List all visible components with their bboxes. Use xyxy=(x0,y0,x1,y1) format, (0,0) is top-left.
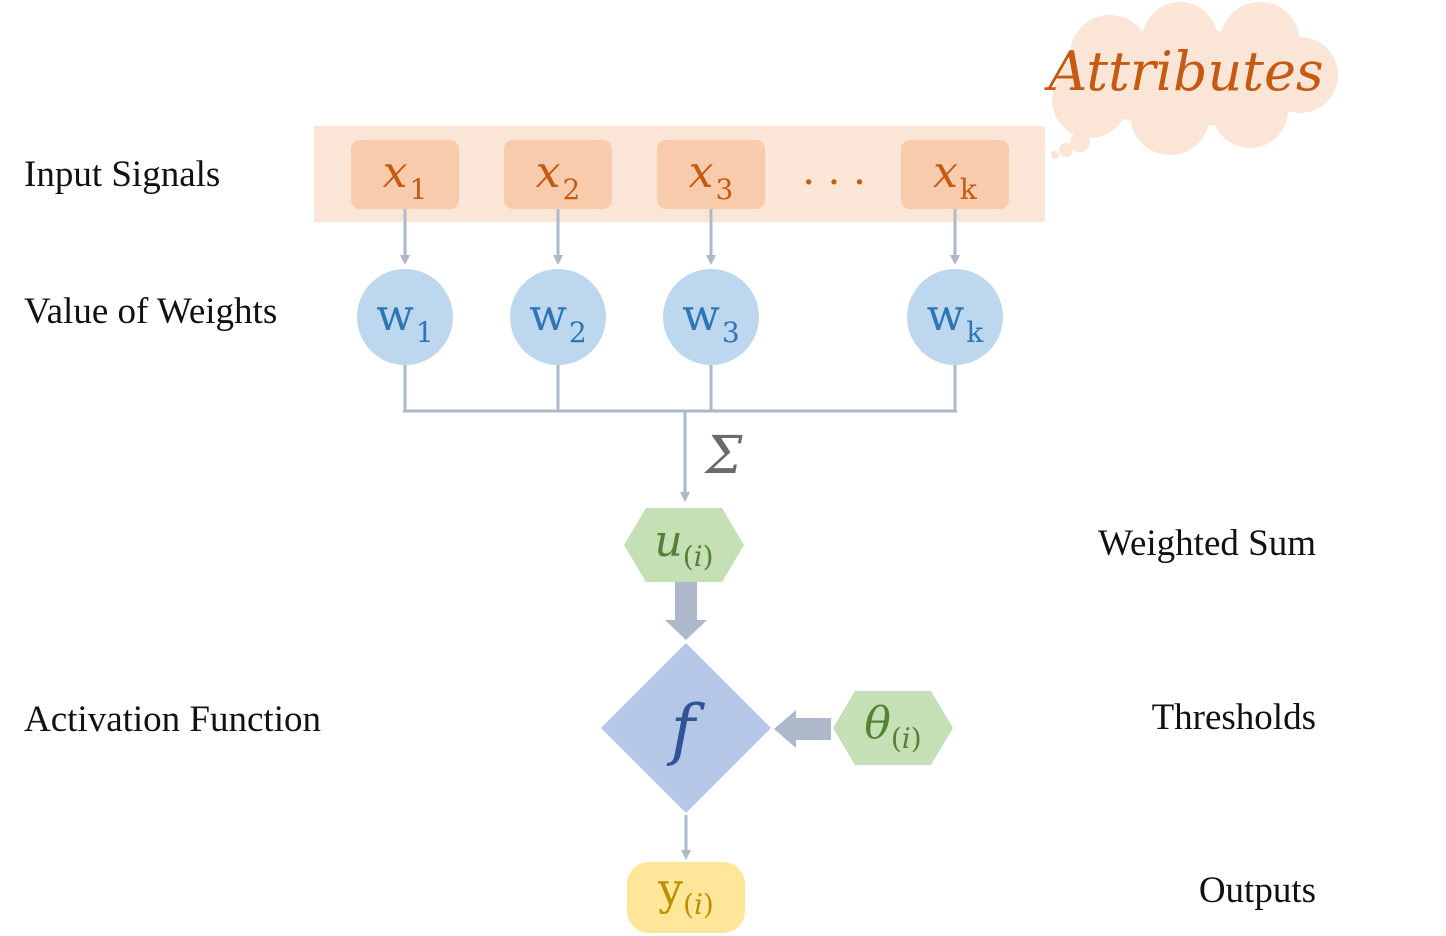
svg-text:w3: w3 xyxy=(682,290,740,349)
output-open: ( xyxy=(683,888,694,921)
weighted-sum-close: ) xyxy=(703,540,714,573)
summation-bus xyxy=(403,365,957,502)
weighted-sum-open: ( xyxy=(683,540,694,573)
svg-text:xk: xk xyxy=(933,147,978,206)
svg-text:x1: x1 xyxy=(383,147,428,206)
input-x1-symbol: x xyxy=(383,147,408,198)
threshold-index: i xyxy=(902,722,911,755)
output-close: ) xyxy=(703,888,714,921)
weighted-sum-node: u(i) xyxy=(624,508,744,582)
weight-w1-symbol: w xyxy=(376,290,414,341)
weight-w3-subscript: 3 xyxy=(722,316,740,349)
threshold-close: ) xyxy=(911,722,922,755)
attributes-text: Attributes xyxy=(1043,40,1323,103)
input-x2: x2 xyxy=(504,140,612,209)
input-x2-subscript: 2 xyxy=(563,173,581,206)
weighted-sum-index: i xyxy=(694,540,703,573)
weighted-sum-symbol: u xyxy=(654,516,682,567)
input-xk-symbol: x xyxy=(933,147,958,198)
input-xk: xk xyxy=(901,140,1009,209)
value-of-weights-label: Value of Weights xyxy=(24,291,277,332)
weight-w2-subscript: 2 xyxy=(569,316,587,349)
input-x3-symbol: x xyxy=(689,147,714,198)
weight-w3: w3 xyxy=(663,269,759,365)
weight-wk-subscript: k xyxy=(966,316,984,349)
input-x1-subscript: 1 xyxy=(410,173,428,206)
svg-text:x2: x2 xyxy=(536,147,581,206)
outputs-label: Outputs xyxy=(1199,870,1316,911)
svg-text:u(i): u(i) xyxy=(654,516,713,573)
weight-wk: wk xyxy=(907,269,1003,365)
svg-text:wk: wk xyxy=(927,290,985,349)
svg-text:w1: w1 xyxy=(376,290,434,349)
input-x1: x1 xyxy=(351,140,459,209)
threshold-symbol: θ xyxy=(864,698,891,749)
weight-w1: w1 xyxy=(357,269,453,365)
input-signals-label: Input Signals xyxy=(24,154,220,195)
thresholds-label: Thresholds xyxy=(1152,697,1316,738)
activation-node: f xyxy=(601,643,771,813)
svg-text:w2: w2 xyxy=(529,290,587,349)
input-x3: x3 xyxy=(657,140,765,209)
weight-wk-symbol: w xyxy=(927,290,965,341)
input-xk-subscript: k xyxy=(960,173,978,206)
threshold-node: θ(i) xyxy=(833,691,953,765)
attributes-cloud: Attributes xyxy=(1043,2,1338,159)
input-x3-subscript: 3 xyxy=(716,173,734,206)
svg-text:θ(i): θ(i) xyxy=(864,698,921,755)
weighted-sum-label: Weighted Sum xyxy=(1098,523,1316,564)
output-node: y(i) xyxy=(627,862,745,933)
svg-text:y(i): y(i) xyxy=(657,864,714,921)
threshold-open: ( xyxy=(891,722,902,755)
svg-text:x3: x3 xyxy=(689,147,734,206)
arrow-sum-to-activation xyxy=(665,582,707,640)
weight-w1-subscript: 1 xyxy=(416,316,434,349)
weight-w3-symbol: w xyxy=(682,290,720,341)
input-x2-symbol: x xyxy=(536,147,561,198)
sigma-symbol: Σ xyxy=(704,426,743,486)
arrow-threshold-to-activation xyxy=(774,710,831,748)
weight-w2-symbol: w xyxy=(529,290,567,341)
weight-w2: w2 xyxy=(510,269,606,365)
input-ellipsis: . . . xyxy=(802,148,866,194)
activation-function-label: Activation Function xyxy=(24,699,321,740)
output-symbol: y xyxy=(657,864,683,915)
output-index: i xyxy=(694,888,703,921)
